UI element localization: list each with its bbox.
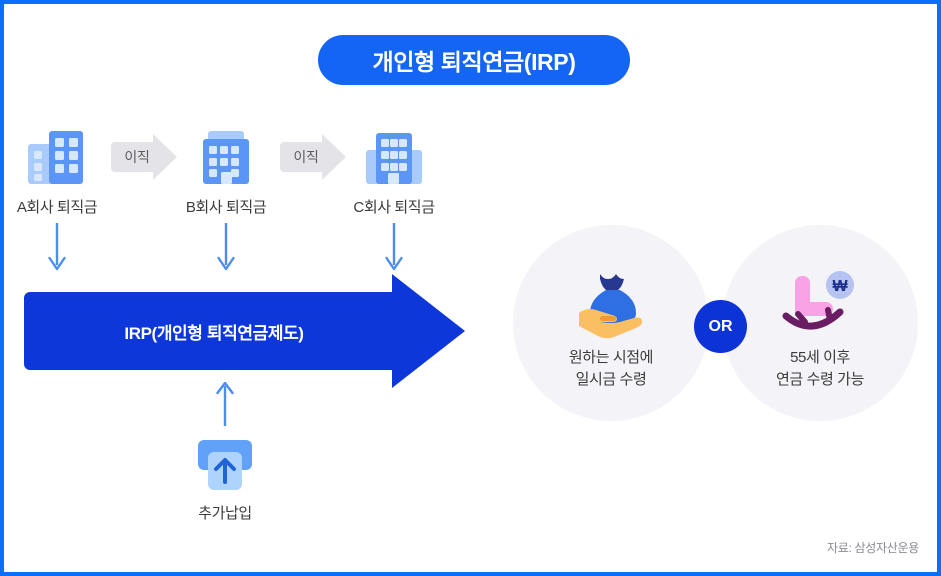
outcome-lump-sum-caption: 원하는 시점에 일시금 수령	[568, 347, 654, 391]
outcome-pension-line1: 55세 이후	[790, 349, 850, 366]
job-change-label-2: 이직	[293, 149, 319, 165]
outcome-pension-line2: 연금 수령 가능	[776, 370, 864, 388]
company-label-b: B회사 퇴직금	[185, 199, 267, 216]
page-title: 개인형 퇴직연금(IRP)	[318, 35, 630, 85]
company-block-a: A회사 퇴직금	[4, 110, 132, 217]
arrow-down-icon	[215, 221, 237, 276]
source-credit: 자료: 삼성자산운용	[827, 541, 919, 555]
office-building-icon	[4, 110, 132, 188]
or-badge-label: OR	[708, 317, 733, 335]
right-block-arrow-icon	[24, 274, 465, 388]
company-label-a: A회사 퇴직금	[16, 199, 98, 216]
company-block-c: C회사 퇴직금	[319, 110, 469, 217]
job-change-arrow-2: 이직	[280, 134, 348, 180]
job-change-arrow-1: 이직	[111, 134, 179, 180]
irp-arrow-label: IRP(개인형 퇴직연금제도)	[124, 323, 304, 343]
additional-contribution-block: 추가납입	[150, 382, 300, 523]
outcome-lump-sum-line1: 원하는 시점에	[568, 349, 654, 366]
deposit-machine-icon	[150, 434, 300, 496]
company-block-b: B회사 퇴직금	[151, 110, 301, 217]
office-building-icon	[151, 110, 301, 188]
irp-flow-arrow: IRP(개인형 퇴직연금제도)	[24, 272, 467, 390]
rocking-chair-won-icon: ₩	[778, 267, 862, 341]
outcome-pension: ₩ 55세 이후 연금 수령 가능	[722, 225, 918, 421]
money-bag-on-hand-icon	[569, 267, 653, 341]
additional-contribution-label: 추가납입	[198, 505, 252, 522]
arrow-down-icon	[383, 221, 405, 276]
arrow-down-icon	[46, 221, 68, 276]
outcome-lump-sum-line2: 일시금 수령	[575, 370, 647, 388]
outcome-pension-caption: 55세 이후 연금 수령 가능	[776, 347, 864, 391]
office-building-icon	[319, 110, 469, 188]
or-badge: OR	[694, 300, 747, 353]
company-label-c: C회사 퇴직금	[353, 199, 435, 216]
outcome-lump-sum: 원하는 시점에 일시금 수령	[513, 225, 709, 421]
arrow-up-icon	[150, 382, 300, 428]
page-title-text: 개인형 퇴직연금(IRP)	[372, 49, 576, 75]
job-change-label-1: 이직	[124, 149, 150, 165]
svg-text:₩: ₩	[832, 278, 848, 295]
